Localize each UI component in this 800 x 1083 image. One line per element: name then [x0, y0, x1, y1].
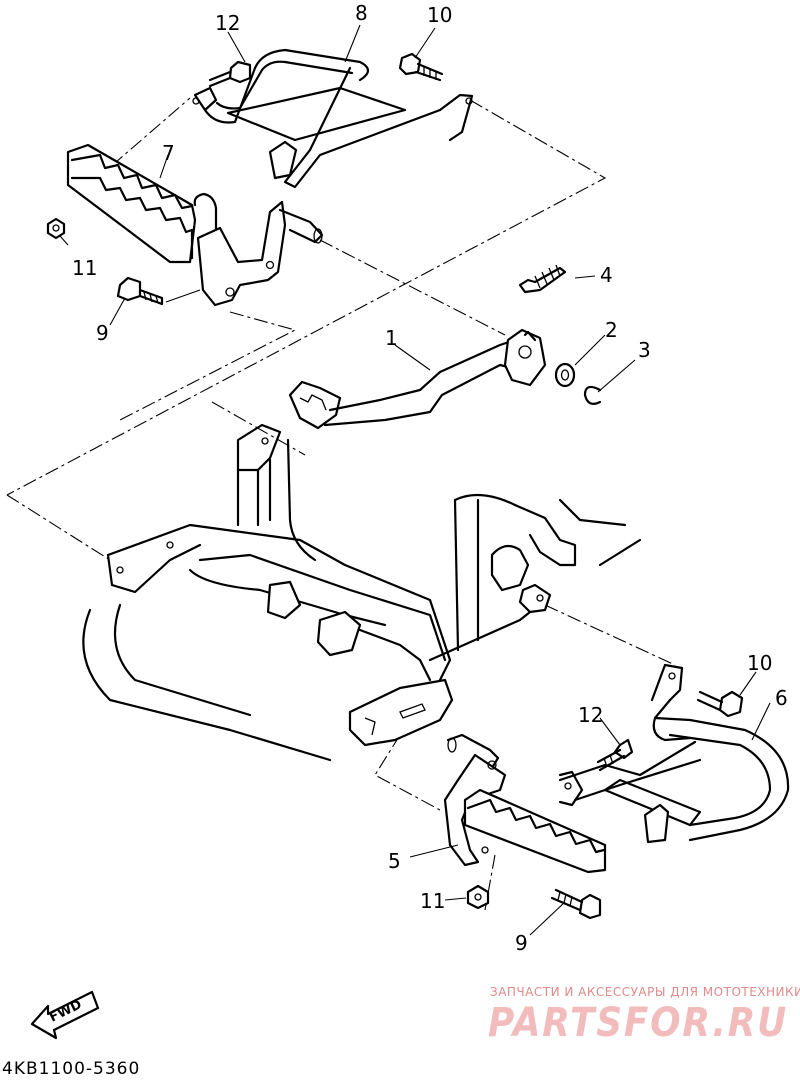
callout-3: 3 — [638, 338, 651, 362]
watermark-tagline: ЗАПЧАСТИ И АКСЕССУАРЫ ДЛЯ МОТОТЕХНИКИ — [490, 985, 800, 999]
assembly-center-lines — [6, 97, 676, 911]
forward-direction-arrow: FWD — [30, 990, 100, 1040]
lower-footrest-guard — [558, 663, 790, 844]
callout-12-upper: 12 — [215, 11, 240, 35]
callout-2: 2 — [605, 318, 618, 342]
watermark-logo: PARTSFOR.RU — [488, 1000, 788, 1046]
left-hardware — [46, 52, 444, 306]
upper-footrest-guard — [192, 48, 474, 189]
watermark: ЗАПЧАСТИ И АКСЕССУАРЫ ДЛЯ МОТОТЕХНИКИ PA… — [488, 985, 800, 1046]
callout-11-lower: 11 — [420, 889, 445, 913]
right-footrest — [443, 733, 607, 874]
brake-pedal — [288, 328, 547, 430]
callout-12-lower: 12 — [578, 703, 603, 727]
frame — [82, 423, 642, 762]
callout-9-upper: 9 — [96, 321, 109, 345]
diagram-code: 4KB1100-5360 — [2, 1059, 140, 1078]
callout-10-lower: 10 — [747, 651, 772, 675]
callout-6: 6 — [775, 686, 788, 710]
callout-11-upper: 11 — [72, 256, 97, 280]
pedal-small-parts — [518, 264, 602, 405]
callout-9-lower: 9 — [515, 931, 528, 955]
callout-4: 4 — [600, 263, 613, 287]
callout-5: 5 — [388, 849, 401, 873]
callout-8: 8 — [355, 1, 368, 25]
leader-lines — [59, 24, 771, 936]
callout-7: 7 — [162, 141, 175, 165]
right-hardware — [466, 690, 744, 920]
left-footrest — [66, 143, 324, 307]
callout-1: 1 — [385, 326, 398, 350]
callout-numbers: 12 8 10 7 11 9 1 4 2 3 10 6 12 5 11 9 — [72, 1, 788, 955]
callout-10-upper: 10 — [427, 3, 452, 27]
